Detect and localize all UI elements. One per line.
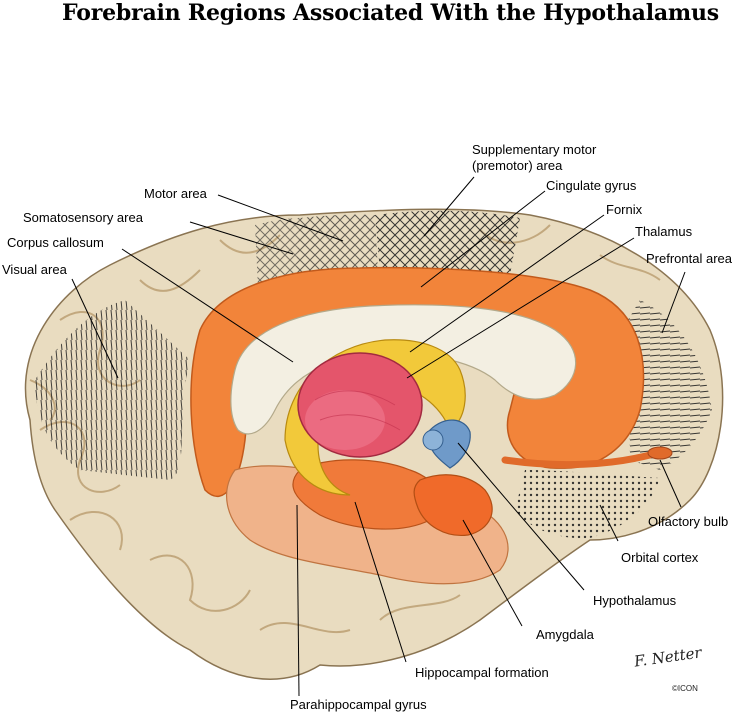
leader-orbital [599,504,619,542]
figure-title: Forebrain Regions Associated With the Hy… [62,0,719,26]
leader-hippocampal [354,501,407,663]
publisher-mark: ©ICON [672,684,698,693]
label-cingulate-gyrus: Cingulate gyrus [546,178,637,193]
leader-thalamus [406,237,635,379]
corpus-callosum [230,304,577,435]
visual-area-hatch [35,300,190,480]
leader-amygdala [462,519,523,627]
leader-prefrontal [661,271,686,334]
leader-supplementary-motor [423,176,475,237]
leader-olfactory [659,459,682,508]
leader-fornix [409,214,605,353]
leader-hypothalamus [457,442,585,591]
supplementary-motor-hatch [375,210,520,275]
label-visual-area: Visual area [2,262,67,277]
label-olfactory-bulb: Olfactory bulb [648,514,729,529]
label-parahippocampal-gyrus: Parahippocampal gyrus [290,697,427,712]
olfactory-tract [501,451,654,469]
label-corpus-callosum: Corpus callosum [7,235,104,250]
leader-cingulate [420,190,546,288]
somatosensory-hatch [255,218,300,288]
label-premotor-area: (premotor) area [472,158,563,173]
label-hypothalamus: Hypothalamus [593,593,677,608]
label-motor-area: Motor area [144,186,207,201]
leader-somatosensory [189,221,294,255]
label-amygdala: Amygdala [536,627,594,642]
leader-motor [217,194,344,242]
label-orbital-cortex: Orbital cortex [621,550,699,565]
orbital-cortex-hatch [515,470,660,539]
label-thalamus: Thalamus [635,224,693,239]
olfactory-bulb [647,446,673,460]
label-hippocampal-formation: Hippocampal formation [415,665,549,680]
label-supplementary-motor: Supplementary motor [472,142,597,157]
prefrontal-hatch [628,300,712,470]
label-somatosensory-area: Somatosensory area [23,210,143,225]
leader-lines [71,176,686,697]
label-fornix: Fornix [606,202,643,217]
leader-corpus-callosum [121,248,294,363]
label-prefrontal-area: Prefrontal area [646,251,732,266]
amygdala [413,474,493,537]
leader-parahippocampal [296,504,300,697]
mammillary-body [422,429,444,451]
leader-visual [71,278,119,379]
